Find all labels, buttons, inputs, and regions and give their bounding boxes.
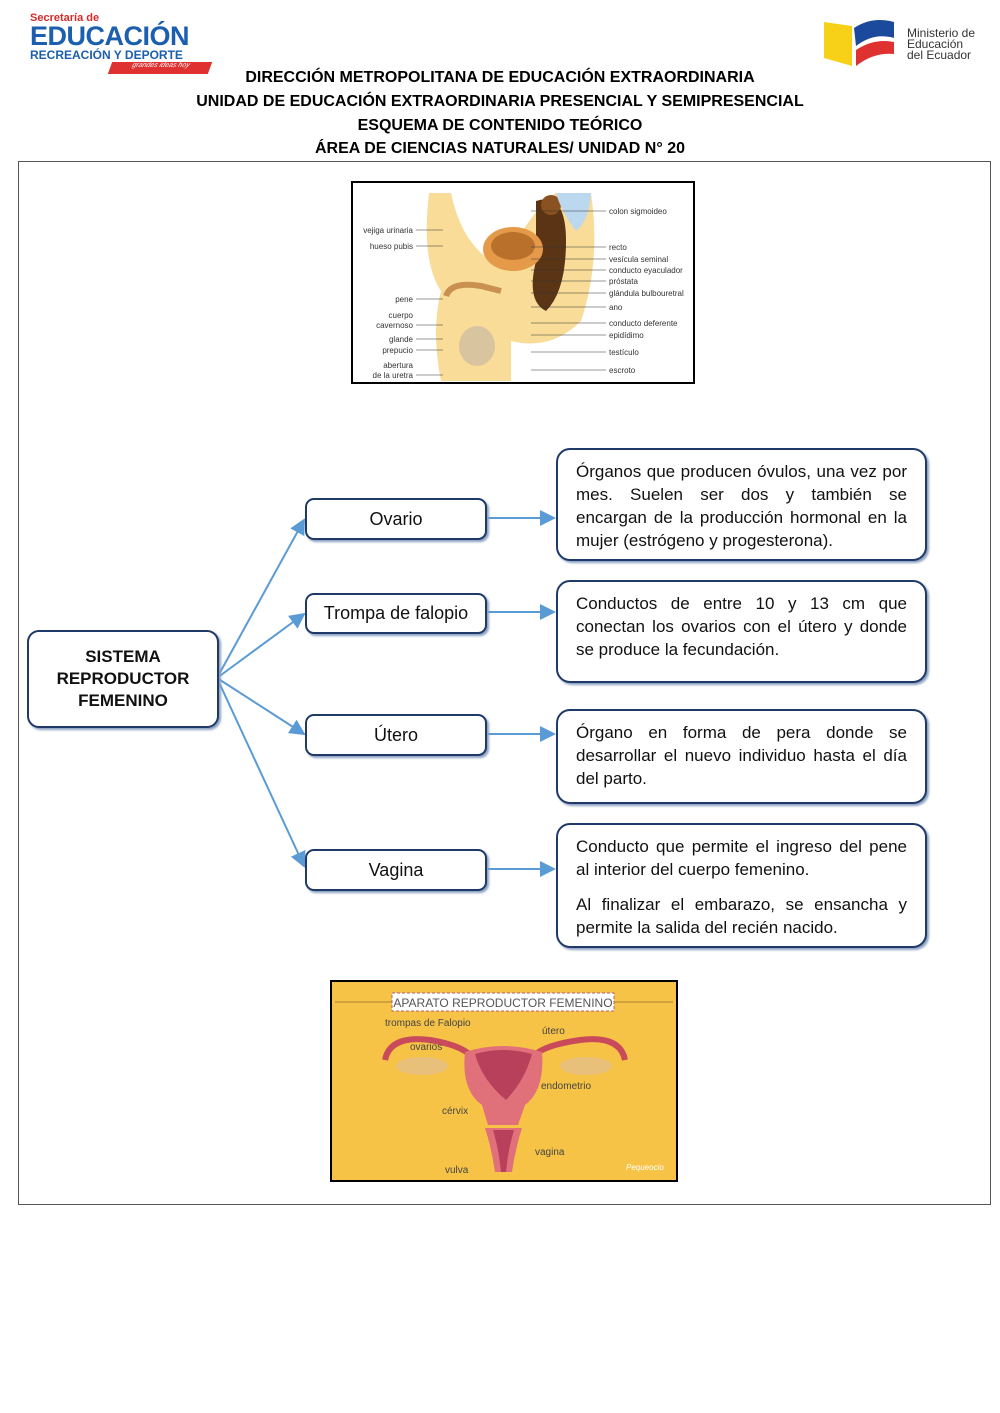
male-label: cuerpo <box>389 311 414 320</box>
male-label: colon sigmoideo <box>609 207 667 216</box>
desc-trompa: Conductos de entre 10 y 13 cm que conect… <box>556 580 927 683</box>
male-label: prepucio <box>382 346 413 355</box>
label-vagina: vagina <box>535 1147 565 1158</box>
label-cervix: cérvix <box>442 1106 468 1117</box>
desc-vagina: Conducto que permite el ingreso del pene… <box>556 823 927 948</box>
label-trompas: trompas de Falopio <box>385 1018 471 1029</box>
male-label: recto <box>609 243 627 252</box>
root-text: REPRODUCTOR <box>56 669 190 688</box>
male-label: próstata <box>609 277 638 286</box>
desc-ovario: Órganos que producen óvulos, una vez por… <box>556 448 927 561</box>
secretaria-logo: Secretaría de EDUCACIÓN RECREACIÓN Y DEP… <box>30 12 215 74</box>
ministerio-logo: Ministerio de Educación del Ecuador <box>822 18 992 73</box>
diagram-title: APARATO REPRODUCTOR FEMENINO <box>393 996 612 1010</box>
male-label: testículo <box>609 348 639 357</box>
male-label: glándula bulbouretral <box>609 289 684 298</box>
ecuador-flag-book-icon <box>824 20 894 66</box>
desc-utero: Órgano en forma de pera donde se desarro… <box>556 709 927 804</box>
logo-text: EDUCACIÓN <box>30 21 190 51</box>
node-vagina: Vagina <box>305 849 487 891</box>
desc-text: Conducto que permite el ingreso del pene… <box>576 837 907 879</box>
header-line-2: UNIDAD DE EDUCACIÓN EXTRAORDINARIA PRESE… <box>196 93 804 110</box>
label-ovarios: ovarios <box>410 1042 442 1053</box>
female-reproductive-diagram: APARATO REPRODUCTOR FEMENINO trompas de … <box>330 980 678 1182</box>
header-line-4: ÁREA DE CIENCIAS NATURALES/ UNIDAD N° 20 <box>315 140 685 157</box>
node-utero: Útero <box>305 714 487 756</box>
brand-logo: Pequeocio <box>626 1163 664 1172</box>
root-node-sistema-reproductor-femenino: SISTEMA REPRODUCTOR FEMENINO <box>27 630 219 728</box>
root-text: SISTEMA <box>85 647 161 666</box>
label-utero: útero <box>542 1026 565 1037</box>
male-label: de la uretra <box>373 371 414 380</box>
logo-text: Ministerio de <box>907 26 976 40</box>
male-label: conducto eyaculador <box>609 266 683 275</box>
node-trompa-de-falopio: Trompa de falopio <box>305 593 487 634</box>
header-line-1: DIRECCIÓN METROPOLITANA DE EDUCACIÓN EXT… <box>245 69 755 86</box>
label-endometrio: endometrio <box>541 1081 591 1092</box>
male-label: glande <box>389 335 414 344</box>
male-label: escroto <box>609 366 636 375</box>
male-label: ano <box>609 303 623 312</box>
male-label: hueso pubis <box>370 242 413 251</box>
male-label: vesícula seminal <box>609 255 668 264</box>
logo-text: del Ecuador <box>907 48 972 62</box>
male-label: abertura <box>383 361 413 370</box>
desc-text: Órgano en forma de pera donde se desarro… <box>576 723 907 788</box>
male-reproductive-diagram: vejiga urinaria hueso pubis pene cuerpocave… <box>351 181 695 384</box>
male-label: pene <box>395 295 413 304</box>
logo-text: RECREACIÓN Y DEPORTE <box>30 48 183 62</box>
male-label: vejiga urinaria <box>363 226 413 235</box>
logo-text: Educación <box>907 37 964 51</box>
content-frame <box>18 161 991 1205</box>
root-text: FEMENINO <box>78 691 168 710</box>
node-ovario: Ovario <box>305 498 487 540</box>
desc-text: Al finalizar el embarazo, se ensancha y … <box>576 895 907 937</box>
logo-text: Secretaría de <box>30 12 100 24</box>
label-vulva: vulva <box>445 1165 469 1176</box>
header-line-3: ESQUEMA DE CONTENIDO TEÓRICO <box>357 117 643 134</box>
desc-text: Órganos que producen óvulos, una vez por… <box>576 462 907 550</box>
desc-text: Conductos de entre 10 y 13 cm que conect… <box>576 594 907 659</box>
male-label: epidídimo <box>609 331 644 340</box>
male-label: conducto deferente <box>609 319 678 328</box>
male-label: cavernoso <box>376 321 413 330</box>
